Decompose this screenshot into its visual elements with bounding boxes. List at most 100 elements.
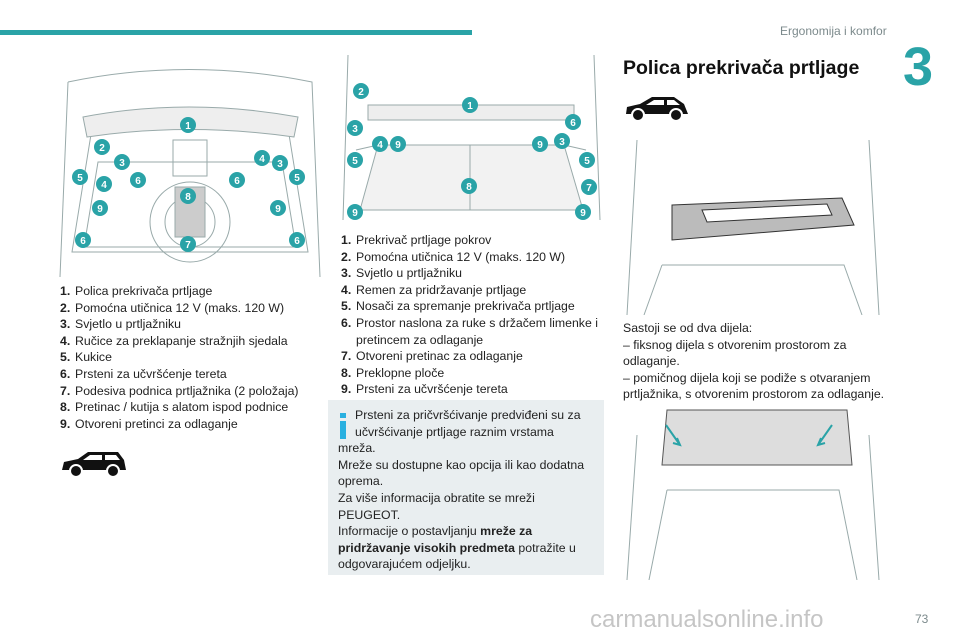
item-text: Prsteni za učvršćenje tereta: [356, 382, 508, 397]
list-item: 8. Preklopne ploče: [341, 365, 606, 382]
callout: 2: [358, 87, 364, 98]
bullet-fixed-part: – fiksnog dijela s otvorenim prostorom z…: [623, 337, 847, 369]
callout: 7: [185, 240, 191, 251]
estate-car-icon: [62, 452, 126, 478]
bullet-movable-part: – pomičnog dijela koji se podiže s otvar…: [623, 370, 885, 402]
callout: 3: [559, 137, 565, 148]
intro-text: Sastoji se od dva dijela:: [623, 321, 753, 335]
item-text: Kukice: [75, 350, 112, 365]
item-text: Polica prekrivača prtljage: [75, 284, 213, 298]
section-title: Ergonomija i komfor: [780, 24, 887, 38]
callout: 5: [77, 173, 83, 184]
item-text: Svjetlo u prtljažniku: [75, 317, 181, 332]
callout: 3: [352, 124, 358, 135]
list-item: 1. Polica prekrivača prtljage: [60, 283, 325, 300]
callout: 4: [101, 180, 107, 191]
item-text: Prekrivač prtljage pokrov: [356, 233, 492, 247]
callout: 9: [275, 204, 281, 215]
item-text: Prostor naslona za ruke s držačem limenk…: [356, 315, 598, 347]
suv-car-icon: [626, 97, 688, 122]
item-text: Svjetlo u prtljažniku: [356, 266, 462, 281]
item-text: Ručice za preklapanje stražnjih sjedala: [75, 333, 288, 348]
item-text: Pomoćna utičnica 12 V (maks. 120 W): [356, 249, 566, 264]
callout: 8: [185, 192, 191, 203]
callout: 9: [580, 208, 586, 219]
list-item: 1. Prekrivač prtljage pokrov: [341, 232, 606, 249]
list-item: 9. Prsteni za učvršćenje tereta: [341, 381, 606, 398]
callout: 6: [294, 236, 300, 247]
item-number: 1.: [341, 233, 352, 247]
item-number: 3.: [341, 266, 352, 281]
callout: 5: [294, 173, 300, 184]
list-item: 7. Otvoreni pretinac za odlaganje: [341, 348, 606, 365]
info-box: Prsteni za pričvršćivanje predviđeni su …: [328, 400, 604, 575]
item-text: Otvoreni pretinci za odlaganje: [75, 416, 238, 431]
item-number: 5.: [60, 350, 71, 365]
trunk-diagram-left: 1 2 3 5 4 6 6 4 3 5 8 9 9 6 7 6: [59, 69, 321, 277]
list-item: 2. Pomoćna utičnica 12 V (maks. 120 W): [60, 300, 325, 317]
list-item: 4. Remen za pridržavanje prtljage: [341, 282, 606, 299]
callout: 9: [395, 140, 401, 151]
info-text-1: Prsteni za pričvršćivanje predviđeni su …: [338, 408, 581, 456]
info-icon: [340, 413, 346, 439]
item-number: 5.: [341, 299, 352, 314]
item-number: 9.: [341, 382, 352, 397]
callout: 5: [352, 156, 358, 167]
shelf-description: Sastoji se od dva dijela: – fiksnog dije…: [623, 320, 893, 403]
callout: 2: [99, 143, 105, 154]
callout: 3: [277, 159, 283, 170]
callout: 7: [586, 183, 592, 194]
item-text: Otvoreni pretinac za odlaganje: [356, 349, 523, 364]
callout: 3: [119, 158, 125, 169]
info-text-3: Za više informacija obratite se mreži PE…: [338, 490, 535, 522]
info-text-2: Mreže su dostupne kao opcija ili kao dod…: [338, 457, 585, 489]
list-item: 5. Kukice: [60, 349, 325, 366]
chapter-accent-bar: [0, 30, 472, 35]
list-item: 8.Pretinac / kutija s alatom ispod podni…: [60, 399, 325, 416]
chapter-number: 3: [903, 37, 934, 97]
item-number: 8.: [341, 365, 352, 380]
list-item: 6.Prsteni za učvršćenje tereta: [60, 366, 325, 383]
item-number: 7.: [60, 383, 71, 398]
item-number: 1.: [60, 284, 71, 298]
item-number: 4.: [60, 333, 71, 348]
callout: 8: [466, 182, 472, 193]
watermark: carmanualsonline.info: [590, 606, 824, 633]
item-text: Nosači za spremanje prekrivača prtljage: [356, 299, 575, 314]
list-item: 4. Ručice za preklapanje stražnjih sjedal…: [60, 333, 325, 350]
callout: 6: [80, 236, 86, 247]
arrow-icon: [816, 424, 833, 447]
info-text-4-end: potražite u odgovarajućem odjeljku.: [338, 540, 576, 572]
callout: 9: [537, 140, 543, 151]
item-text: Preklopne ploče: [356, 365, 445, 380]
item-text: Pomoćna utičnica 12 V (maks. 120 W): [75, 300, 285, 315]
section-heading: Polica prekrivača prtljage: [623, 57, 860, 79]
item-number: 7.: [341, 349, 352, 364]
item-number: 3.: [60, 317, 71, 332]
item-number: 8.: [60, 400, 71, 415]
item-number: 9.: [60, 416, 71, 431]
list-item: 6. Prostor naslona za ruke s držačem lime…: [341, 315, 606, 348]
info-text-4: Informacije o postavljanju: [338, 524, 481, 539]
callout: 1: [185, 121, 191, 132]
info-text-4-bold: mreže za pridržavanje visokih predmeta: [338, 524, 533, 555]
arrow-icon: [665, 424, 682, 447]
middle-legend-list: 1. Prekrivač prtljage pokrov 2. Pomoćna ut…: [341, 232, 606, 398]
item-number: 2.: [60, 300, 71, 315]
item-text: Remen za pridržavanje prtljage: [356, 282, 527, 297]
parcel-shelf-diagram: [626, 140, 880, 315]
item-number: 4.: [341, 282, 352, 297]
callout: 4: [377, 140, 383, 151]
trunk-diagram-middle: 2 1 3 4 9 5 6 3 9 5 8 7 9 9: [342, 54, 601, 221]
item-number: 6.: [60, 366, 71, 381]
callout: 6: [234, 176, 240, 187]
callout: 5: [584, 156, 590, 167]
list-item: 7.Podesiva podnica prtljažnika (2 položa…: [60, 383, 325, 400]
item-number: 6.: [341, 315, 352, 330]
left-legend-list: 1. Polica prekrivača prtljage 2. Pomoćna u…: [60, 283, 325, 432]
callout: 9: [352, 208, 358, 219]
list-item: 3. Svjetlo u prtljažniku: [341, 265, 606, 282]
item-number: 2.: [341, 249, 352, 264]
callout: 1: [467, 101, 473, 112]
callout: 4: [259, 154, 265, 165]
